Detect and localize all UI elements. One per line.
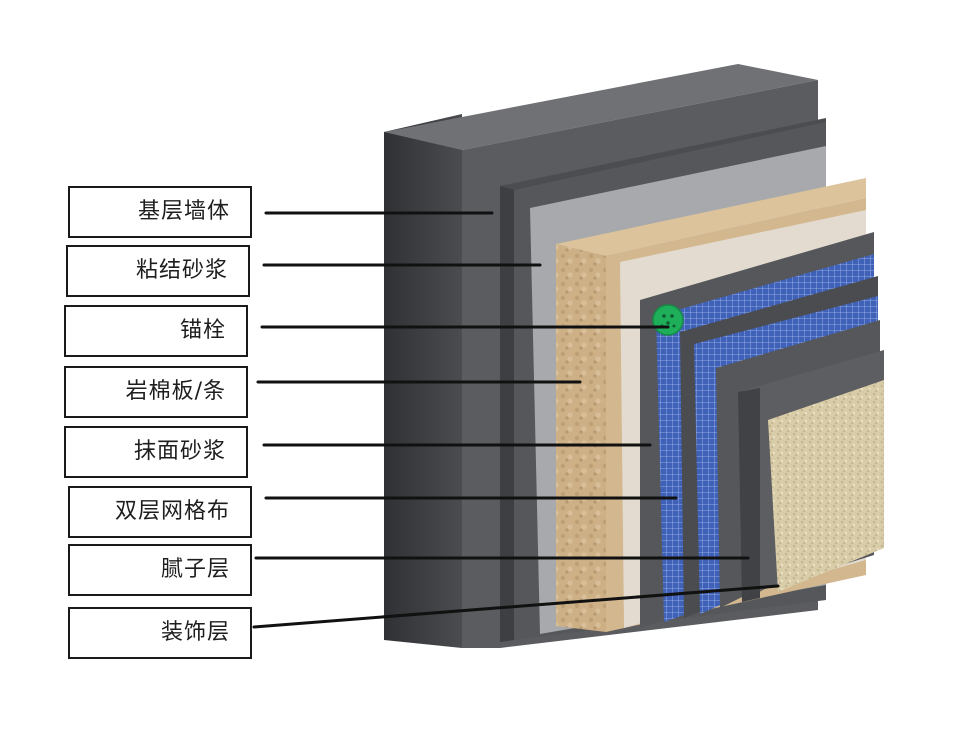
finish-layer-block bbox=[768, 380, 884, 592]
leader-line-finish bbox=[252, 584, 780, 629]
label-plaster-mortar: 抹面砂浆 bbox=[64, 426, 248, 478]
leader-lines bbox=[252, 211, 780, 629]
anchor-disc bbox=[652, 304, 684, 336]
label-base-wall: 基层墙体 bbox=[68, 186, 252, 238]
label-double-mesh: 双层网格布 bbox=[68, 486, 252, 538]
label-finish-layer: 装饰层 bbox=[68, 607, 252, 659]
label-bonding-mortar: 粘结砂浆 bbox=[66, 245, 250, 297]
label-rock-wool-board: 岩棉板/条 bbox=[64, 366, 248, 418]
label-anchor: 锚栓 bbox=[64, 305, 248, 357]
label-putty-layer: 腻子层 bbox=[68, 544, 252, 596]
